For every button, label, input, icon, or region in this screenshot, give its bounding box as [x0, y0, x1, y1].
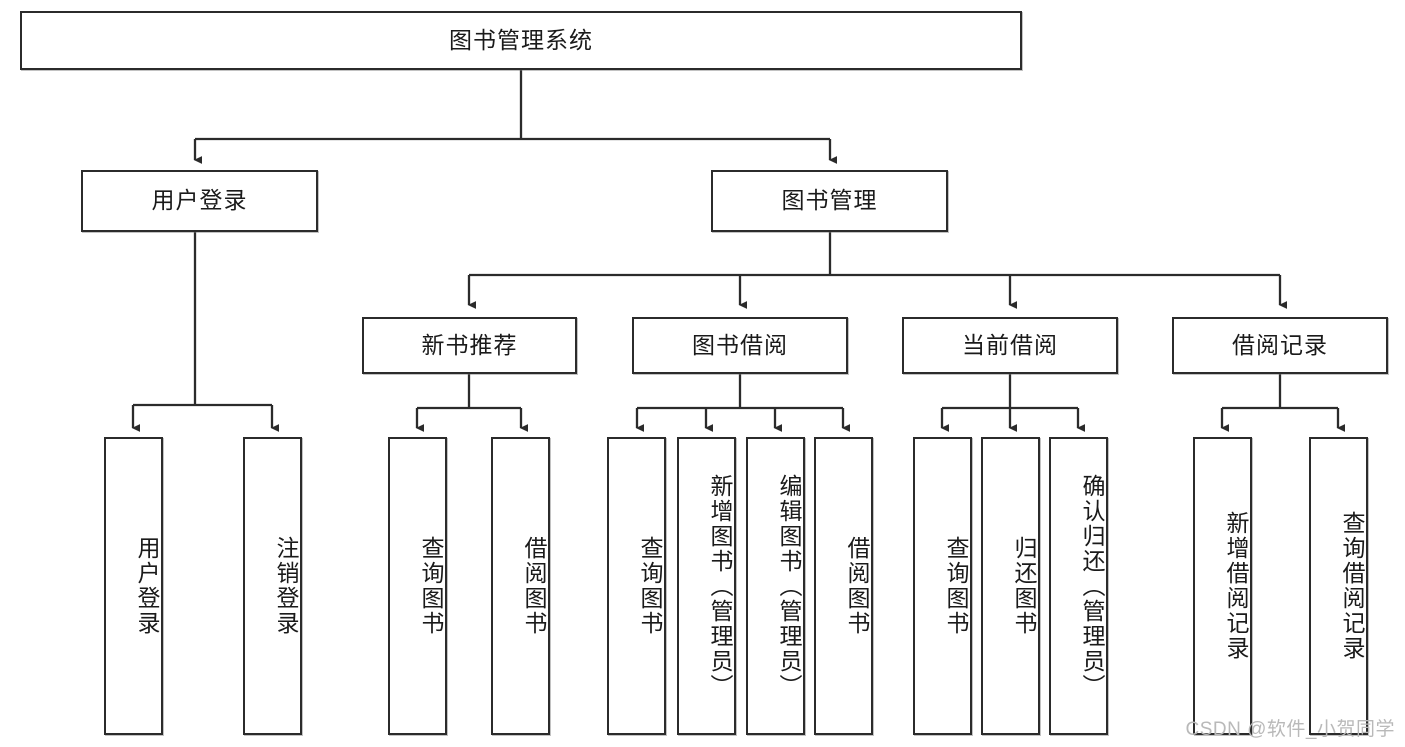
node-user-login-label: 用户登录 — [151, 187, 248, 214]
leaf-label: 注销登录 — [273, 536, 299, 636]
leaf-label: 新增图书（管理员） — [707, 473, 733, 699]
leaf-label: 编辑图书（管理员） — [776, 473, 802, 699]
leaf-book-borrow-borrow[interactable]: 借阅图书 — [814, 437, 873, 735]
leaf-label: 新增借阅记录 — [1223, 511, 1249, 661]
node-book-borrow-label: 图书借阅 — [692, 331, 788, 358]
node-root-label: 图书管理系统 — [449, 26, 593, 53]
leaf-current-borrow-query[interactable]: 查询图书 — [913, 437, 972, 735]
node-new-book-recommend[interactable]: 新书推荐 — [362, 317, 577, 374]
leaf-new-book-query[interactable]: 查询图书 — [388, 437, 447, 735]
leaf-label: 归还图书 — [1011, 536, 1037, 636]
leaf-label: 查询借阅记录 — [1339, 511, 1365, 661]
leaf-user-login-login[interactable]: 用户登录 — [104, 437, 163, 735]
leaf-label: 确认归还（管理员） — [1079, 473, 1105, 699]
node-book-management[interactable]: 图书管理 — [711, 170, 948, 232]
watermark: CSDN @软件_小贺同学 — [1185, 719, 1395, 740]
node-borrow-record[interactable]: 借阅记录 — [1172, 317, 1388, 374]
leaf-label: 查询图书 — [637, 536, 663, 636]
node-user-login[interactable]: 用户登录 — [81, 170, 318, 232]
leaf-label: 借阅图书 — [844, 536, 870, 636]
node-current-borrow[interactable]: 当前借阅 — [902, 317, 1118, 374]
leaf-label: 借阅图书 — [521, 536, 547, 636]
leaf-label: 查询图书 — [418, 536, 444, 636]
leaf-borrow-record-query[interactable]: 查询借阅记录 — [1309, 437, 1368, 735]
leaf-borrow-record-add[interactable]: 新增借阅记录 — [1193, 437, 1252, 735]
leaf-current-borrow-return[interactable]: 归还图书 — [981, 437, 1040, 735]
node-book-borrow[interactable]: 图书借阅 — [632, 317, 848, 374]
leaf-user-login-logout[interactable]: 注销登录 — [243, 437, 302, 735]
leaf-new-book-borrow[interactable]: 借阅图书 — [491, 437, 550, 735]
leaf-current-borrow-confirm[interactable]: 确认归还（管理员） — [1049, 437, 1108, 735]
node-book-management-label: 图书管理 — [781, 187, 878, 214]
node-borrow-record-label: 借阅记录 — [1232, 331, 1328, 358]
leaf-book-borrow-query[interactable]: 查询图书 — [607, 437, 666, 735]
leaf-book-borrow-edit[interactable]: 编辑图书（管理员） — [746, 437, 805, 735]
node-root[interactable]: 图书管理系统 — [20, 11, 1022, 70]
leaf-book-borrow-add[interactable]: 新增图书（管理员） — [677, 437, 736, 735]
node-current-borrow-label: 当前借阅 — [962, 331, 1058, 358]
leaf-label: 用户登录 — [134, 536, 160, 636]
leaf-label: 查询图书 — [943, 536, 969, 636]
node-new-book-recommend-label: 新书推荐 — [421, 331, 518, 358]
